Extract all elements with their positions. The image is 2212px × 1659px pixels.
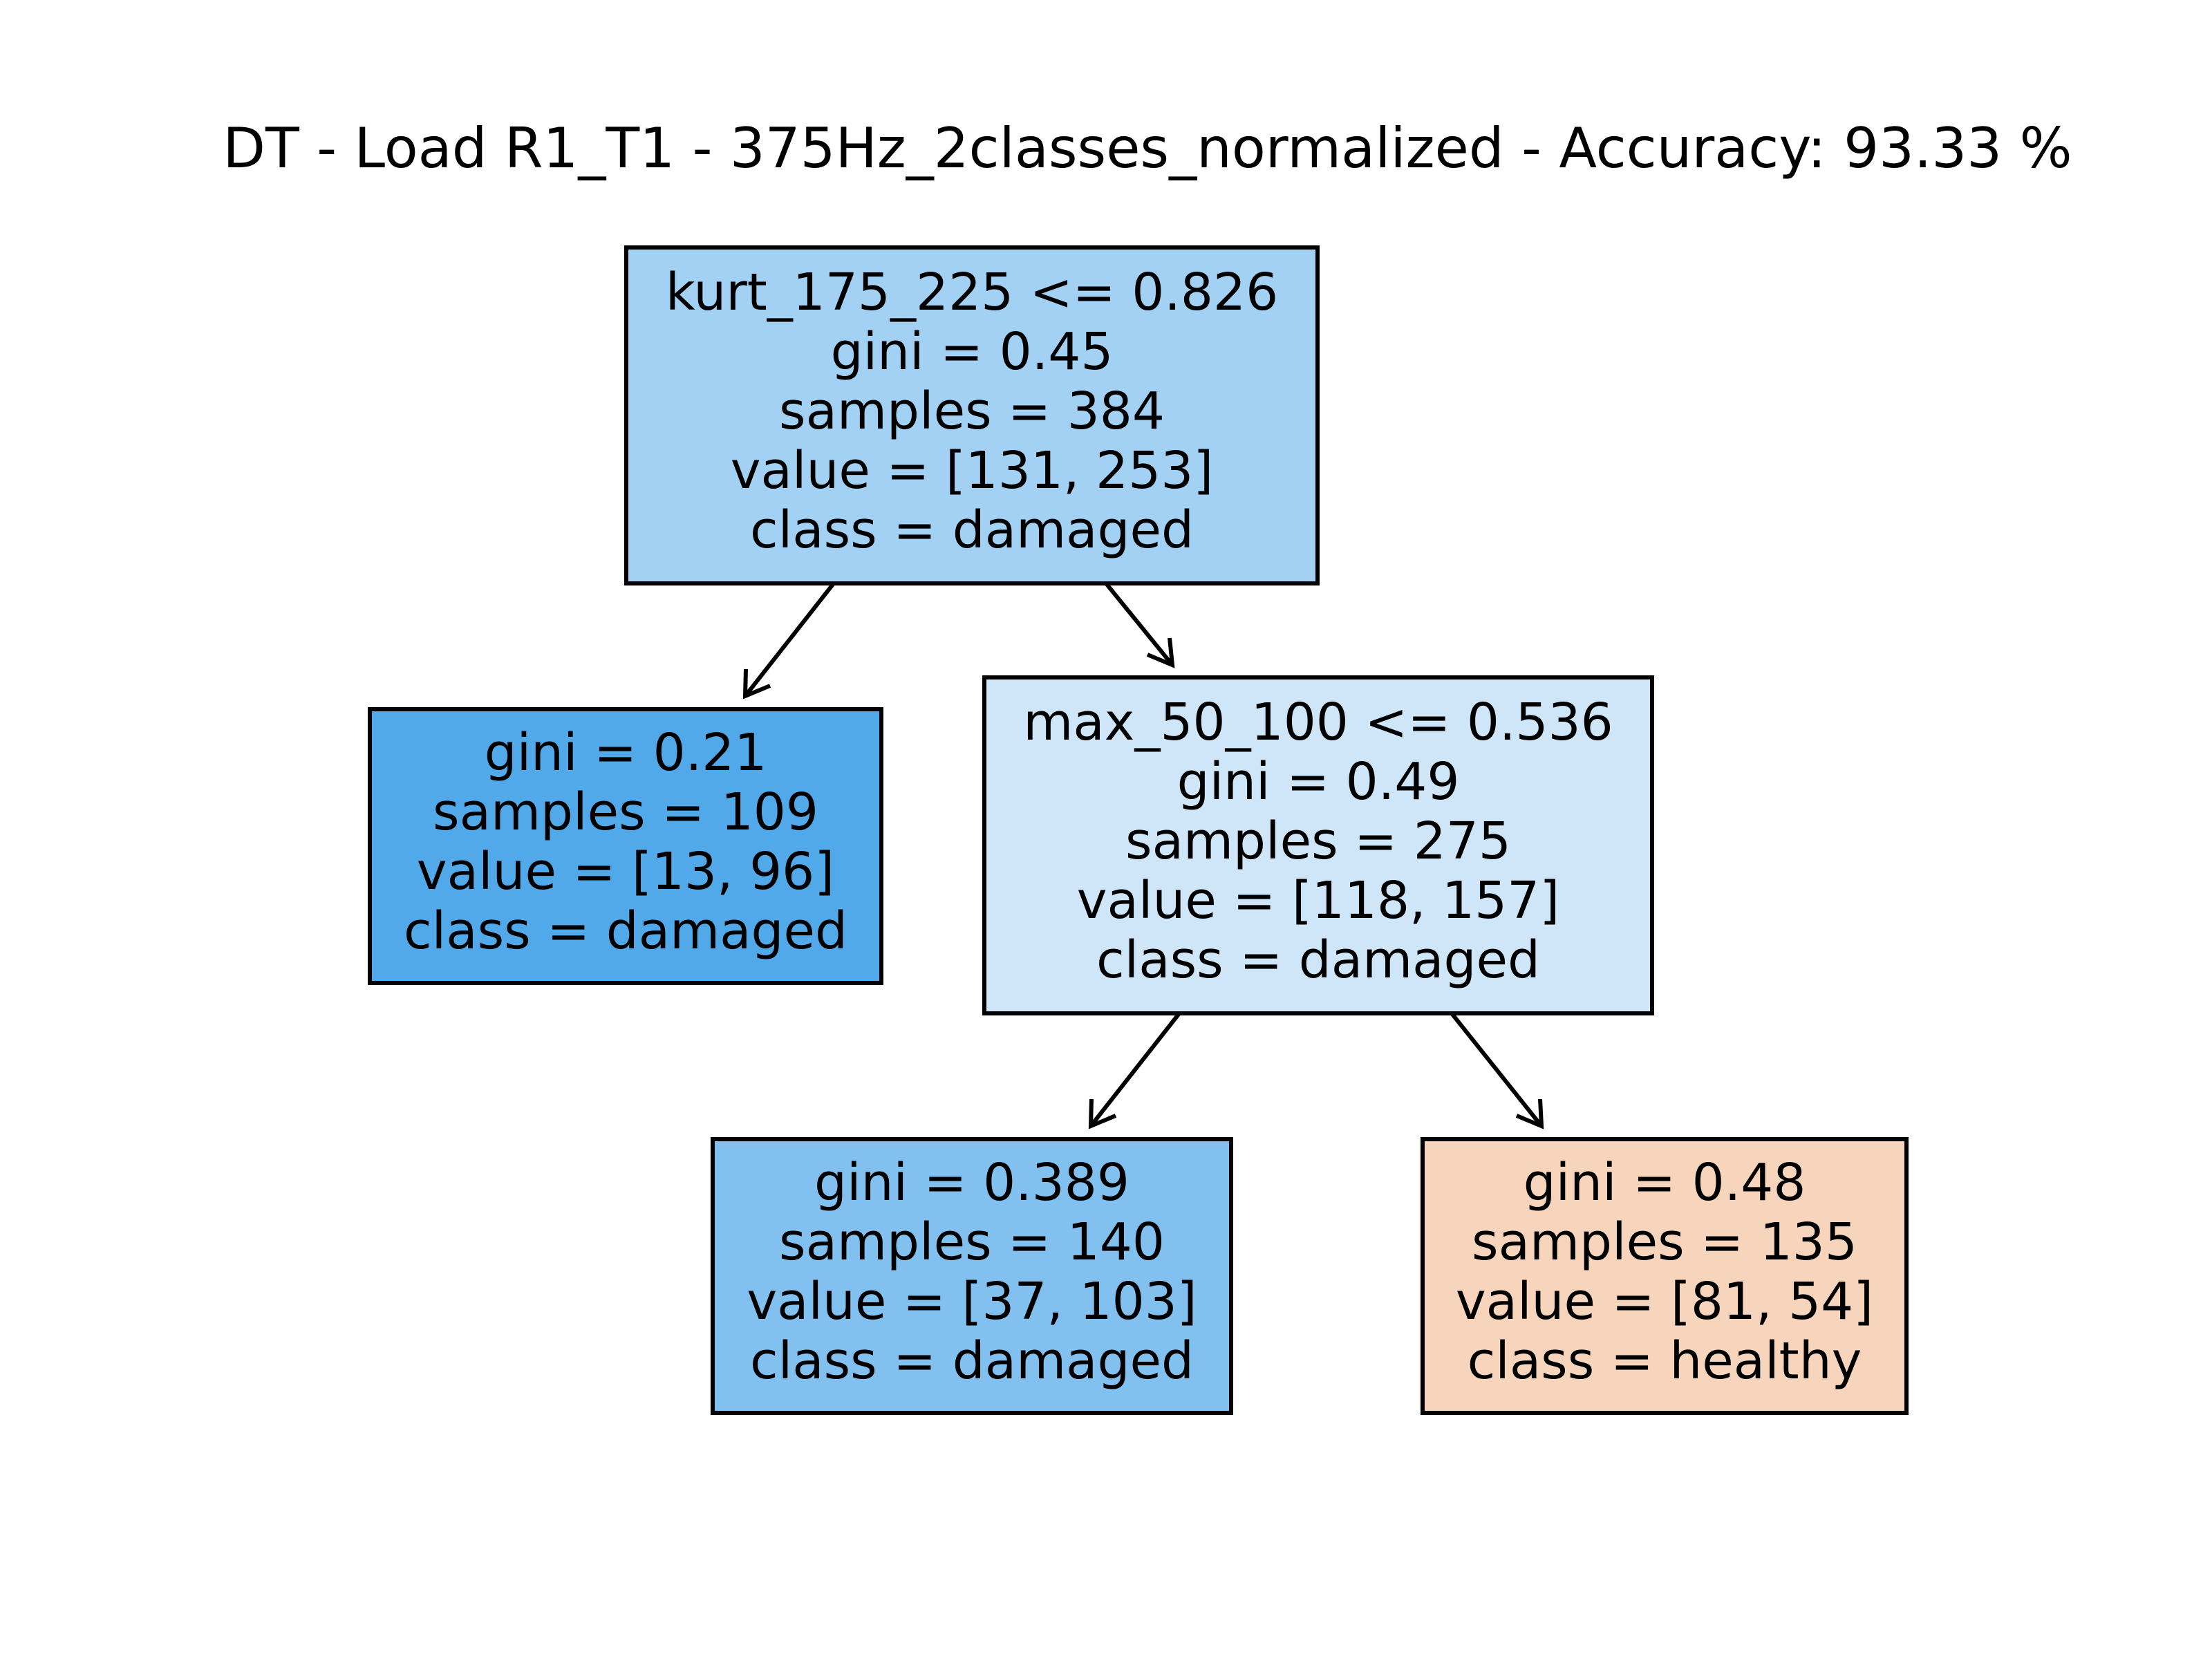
node-samples: samples = 275 xyxy=(1125,812,1511,871)
edge-split-to-leaf-healthy xyxy=(1450,1012,1544,1127)
node-gini: gini = 0.45 xyxy=(831,322,1114,382)
node-box xyxy=(711,1137,1233,1415)
node-box xyxy=(624,245,1320,585)
node-class: class = damaged xyxy=(1096,930,1540,990)
tree-node-split-right: max_50_100 <= 0.536 gini = 0.49 samples … xyxy=(982,675,1654,1015)
node-split-rule: max_50_100 <= 0.536 xyxy=(1023,693,1613,752)
node-samples: samples = 140 xyxy=(779,1212,1165,1272)
node-class: class = damaged xyxy=(750,1331,1194,1391)
edges xyxy=(742,582,1544,1130)
edge-split-to-leaf-damaged xyxy=(1089,1012,1181,1127)
node-box xyxy=(368,707,883,985)
arrowhead-leaf-healthy xyxy=(1515,1098,1544,1130)
arrowhead-left-leaf xyxy=(742,668,771,700)
node-samples: samples = 109 xyxy=(433,782,818,842)
node-class: class = damaged xyxy=(404,901,847,961)
edge-root-to-split-right xyxy=(1104,582,1174,666)
node-class: class = damaged xyxy=(750,500,1194,560)
tree-node-root: kurt_175_225 <= 0.826 gini = 0.45 sample… xyxy=(624,245,1320,585)
edge-root-to-left-leaf xyxy=(743,582,836,697)
node-value: value = [131, 253] xyxy=(731,441,1213,500)
node-gini: gini = 0.49 xyxy=(1177,752,1460,812)
node-value: value = [118, 157] xyxy=(1077,871,1559,930)
arrowhead-split-right xyxy=(1146,637,1175,668)
node-box xyxy=(1421,1137,1909,1415)
node-class: class = healthy xyxy=(1468,1331,1862,1391)
node-gini: gini = 0.48 xyxy=(1524,1153,1806,1212)
node-value: value = [37, 103] xyxy=(747,1272,1197,1331)
tree-node-leaf-healthy: gini = 0.48 samples = 135 value = [81, 5… xyxy=(1421,1137,1909,1415)
node-samples: samples = 384 xyxy=(779,382,1165,441)
node-value: value = [13, 96] xyxy=(417,842,834,901)
tree-node-leaf-damaged: gini = 0.389 samples = 140 value = [37, … xyxy=(711,1137,1233,1415)
node-gini: gini = 0.389 xyxy=(814,1153,1130,1212)
arrowhead-leaf-damaged xyxy=(1088,1098,1117,1130)
chart-title: DT - Load R1_T1 - 375Hz_2classes_normali… xyxy=(223,116,2072,180)
node-gini: gini = 0.21 xyxy=(485,723,767,782)
node-split-rule: kurt_175_225 <= 0.826 xyxy=(666,263,1278,322)
node-box xyxy=(982,675,1654,1015)
tree-node-left-leaf: gini = 0.21 samples = 109 value = [13, 9… xyxy=(368,707,883,985)
node-samples: samples = 135 xyxy=(1472,1212,1857,1272)
node-value: value = [81, 54] xyxy=(1456,1272,1873,1331)
